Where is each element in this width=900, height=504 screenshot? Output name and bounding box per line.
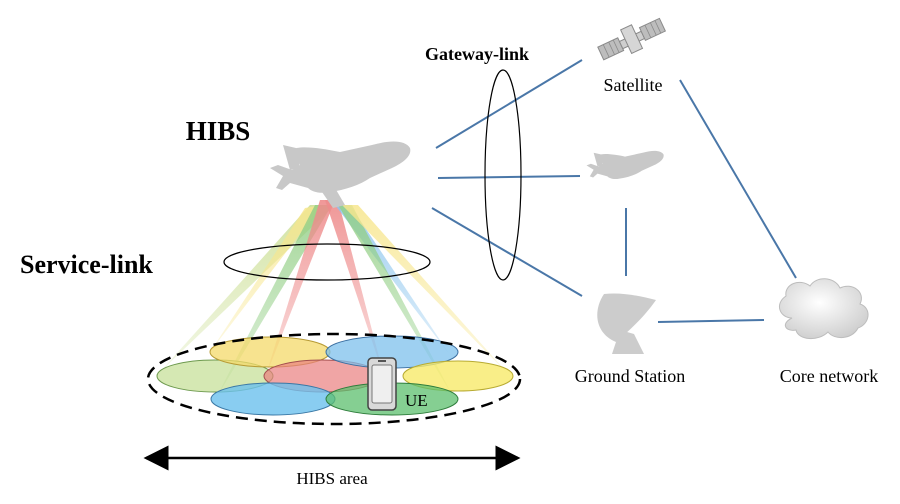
service-link-ring: [223, 243, 431, 281]
cell-blue-bottom: [210, 382, 336, 416]
service-link-label: Service-link: [20, 250, 153, 279]
satellite-label: Satellite: [604, 75, 663, 95]
phone-icon: [367, 357, 397, 411]
link-ground-core: [657, 319, 765, 323]
hibs-title: HIBS: [186, 116, 251, 146]
cell-yellow-right: [402, 360, 514, 392]
beam-yellow-right: [342, 205, 510, 376]
link-hibs-aircraft: [437, 175, 581, 179]
hibs-area-boundary: [146, 332, 522, 426]
link-satellite-core: [679, 79, 797, 279]
gateway-link-ring: [484, 69, 522, 281]
coverage-cells: [156, 335, 514, 416]
link-hibs-satellite: [435, 59, 583, 149]
beam-olive-left: [160, 205, 335, 372]
dish-antenna-icon: [597, 293, 656, 354]
hibs-area-label: HIBS area: [296, 469, 368, 488]
core-network-label: Core network: [780, 366, 878, 386]
network-links: [431, 59, 797, 323]
satellite-icon: [597, 17, 667, 61]
ground-station-label: Ground Station: [575, 366, 686, 386]
aircraft-icon: [586, 150, 664, 180]
cloud-icon: [778, 278, 869, 339]
aircraft-icon: [270, 141, 411, 208]
service-beams: [160, 200, 510, 400]
ue-label: UE: [405, 391, 428, 410]
beam-yellow-left: [210, 205, 322, 352]
link-hibs-ground: [431, 207, 583, 297]
gateway-link-label: Gateway-link: [425, 44, 529, 64]
